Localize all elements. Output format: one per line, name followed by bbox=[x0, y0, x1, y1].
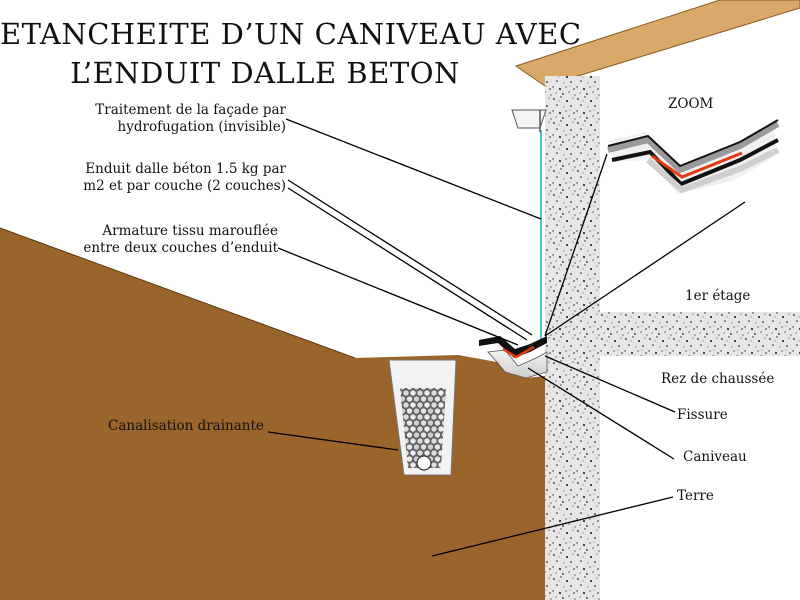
coating-red-line bbox=[502, 345, 535, 359]
label-coating-line1: Enduit dalle béton 1.5 kg par bbox=[85, 161, 286, 177]
leader-zoom-2 bbox=[544, 201, 746, 337]
leader-facade bbox=[285, 118, 542, 220]
rain-gutter-icon bbox=[511, 109, 547, 132]
leader-coating-1 bbox=[287, 179, 533, 336]
leader-soil bbox=[431, 496, 674, 557]
zoom-inset bbox=[607, 119, 780, 194]
label-gutter: Caniveau bbox=[683, 449, 747, 465]
label-mesh: Armature tissu marouflée entre deux couc… bbox=[40, 223, 278, 257]
title-line-2: L’ENDUIT DALLE BETON bbox=[70, 56, 460, 90]
roof-overhang bbox=[514, 0, 800, 87]
label-facade-treatment-line2: hydrofugation (invisible) bbox=[117, 119, 286, 135]
label-zoom: ZOOM bbox=[668, 96, 714, 112]
label-mesh-line1: Armature tissu marouflée bbox=[102, 223, 278, 239]
drain-trench bbox=[388, 359, 457, 476]
label-drain: Canalisation drainante bbox=[108, 418, 264, 434]
leader-drain bbox=[267, 431, 399, 451]
label-facade-treatment-line1: Traitement de la façade par bbox=[95, 102, 286, 118]
label-coating-line2: m2 et par couche (2 couches) bbox=[83, 178, 286, 194]
floor-slab bbox=[590, 312, 800, 356]
leader-gutter bbox=[527, 367, 675, 460]
leader-crack bbox=[544, 355, 676, 413]
label-crack: Fissure bbox=[677, 407, 728, 423]
drain-pipe bbox=[416, 455, 432, 471]
label-first-floor: 1er étage bbox=[685, 288, 751, 304]
label-coating: Enduit dalle béton 1.5 kg par m2 et par … bbox=[40, 161, 286, 195]
label-facade-treatment: Traitement de la façade par hydrofugatio… bbox=[40, 102, 286, 136]
leader-lines bbox=[267, 118, 746, 557]
label-soil: Terre bbox=[677, 488, 714, 504]
label-ground-floor: Rez de chaussée bbox=[661, 371, 775, 387]
leader-zoom-1 bbox=[544, 153, 608, 337]
title-line-1: ETANCHEITE D’UN CANIVEAU AVEC bbox=[0, 17, 582, 51]
label-mesh-line2: entre deux couches d’enduit bbox=[83, 240, 278, 256]
zoom-coating-red bbox=[651, 151, 743, 179]
leader-mesh bbox=[277, 247, 519, 346]
leader-coating-2 bbox=[287, 187, 528, 341]
soil-mass bbox=[0, 228, 545, 600]
